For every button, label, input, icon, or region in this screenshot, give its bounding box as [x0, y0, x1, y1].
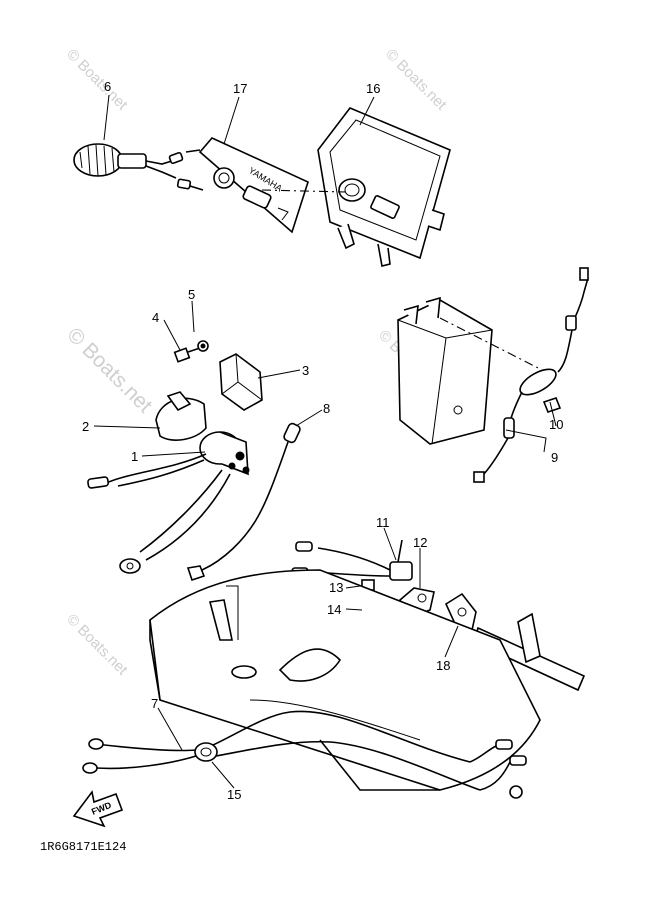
- watermark-2: © Boats.net: [382, 46, 450, 114]
- callout-8: 8: [323, 401, 330, 416]
- callout-9: 9: [551, 450, 558, 465]
- callout-11: 11: [376, 515, 390, 530]
- part-9-cdi-unit: [397, 267, 589, 483]
- callout-17: 17: [233, 81, 247, 96]
- part-6-stop-switch: [73, 143, 204, 191]
- callout-10: 10: [549, 417, 563, 432]
- part-2-clamp: [155, 391, 207, 441]
- callout-4: 4: [152, 310, 159, 325]
- callout-7: 7: [151, 696, 158, 711]
- callout-1: 1: [131, 449, 138, 464]
- part-1-relay: [87, 431, 250, 574]
- watermark-3: © Boats.net: [62, 323, 156, 417]
- part-5-washer: [197, 340, 209, 352]
- part-17-switch-plate: YAMAHA: [198, 137, 309, 234]
- callout-3: 3: [302, 363, 309, 378]
- callout-15: 15: [227, 787, 241, 802]
- part-16-panel-box: [261, 107, 451, 267]
- callout-18: 18: [436, 658, 450, 673]
- part-code-label: 1R6G8171E124: [40, 840, 126, 854]
- part-4-bolt: [173, 347, 201, 363]
- callouts: 6 17 16 5 4 3 2 1 8 10 9 11 12 13 14 18 …: [82, 79, 563, 802]
- callout-12: 12: [413, 535, 427, 550]
- watermark-1: © Boats.net: [63, 46, 131, 114]
- callout-14: 14: [327, 602, 341, 617]
- leader-lines: [93, 94, 557, 789]
- part-3-bracket: [219, 353, 263, 411]
- part-7-harness: [82, 710, 527, 799]
- callout-6: 6: [104, 79, 111, 94]
- callout-13: 13: [329, 580, 343, 595]
- callout-5: 5: [188, 287, 195, 302]
- bottom-cowling: [149, 569, 541, 791]
- callout-16: 16: [366, 81, 380, 96]
- callout-2: 2: [82, 419, 89, 434]
- watermark-5: © Boats.net: [63, 611, 131, 679]
- fwd-arrow-icon: FWD: [72, 790, 124, 828]
- part-8-lead-wire: [186, 422, 301, 582]
